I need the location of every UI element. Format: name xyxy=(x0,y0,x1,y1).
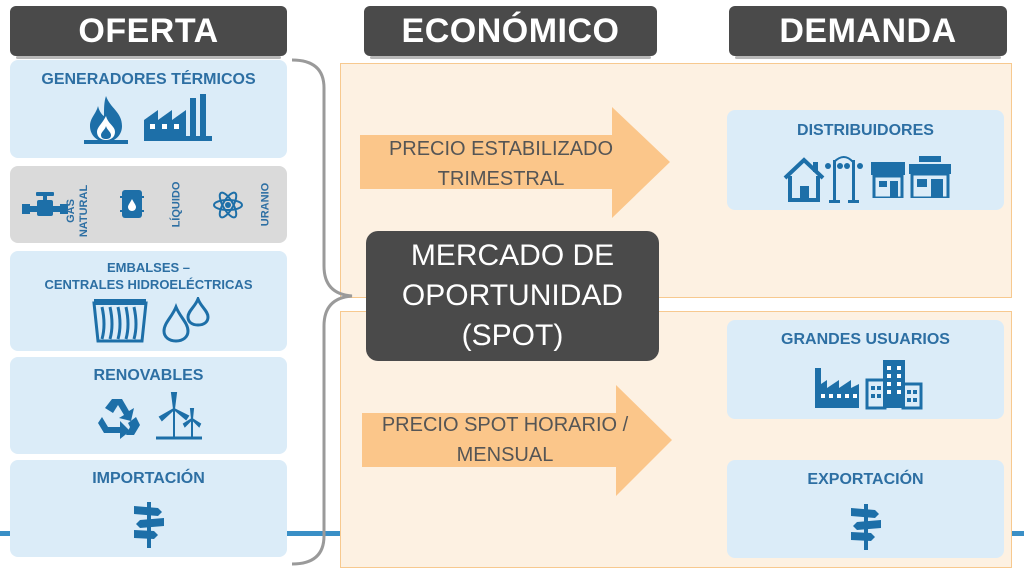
dam-icon xyxy=(92,299,148,343)
exports-title: EXPORTACIÓN xyxy=(807,471,924,488)
shop-icon xyxy=(871,162,905,198)
hydro-title: EMBALSES – CENTRALES HIDROELÉCTRICAS xyxy=(10,259,287,293)
spot-line1: MERCADO DE xyxy=(410,239,615,272)
arrow-quarterly-price-label: PRECIO ESTABILIZADO TRIMESTRAL xyxy=(370,134,632,194)
fuel-gas-line2: NATURAL xyxy=(78,184,90,238)
hydro-title-line2: CENTRALES HIDROELÉCTRICAS xyxy=(44,277,253,292)
fuel-gas-line1: GAS xyxy=(65,199,77,223)
arrow-spot-price xyxy=(362,385,672,496)
wind-turbine-icon xyxy=(156,392,202,440)
oil-barrel-icon xyxy=(120,190,144,218)
spot-market-box: MERCADO DE OPORTUNIDAD (SPOT) xyxy=(366,231,659,361)
spot-line2: OPORTUNIDAD xyxy=(401,279,624,312)
arrow-bottom-line2: MENSUAL xyxy=(456,444,554,466)
street-lamp-icon xyxy=(825,156,863,203)
arrow-bottom-line1: PRECIO SPOT HORARIO / xyxy=(381,414,629,436)
store-icon xyxy=(909,156,951,198)
signpost-icon xyxy=(851,504,881,550)
renewables-panel: RENOVABLES xyxy=(10,357,287,454)
water-drops-icon xyxy=(162,297,210,343)
thermal-generators-panel: GENERADORES TÉRMICOS xyxy=(10,60,287,158)
atom-icon xyxy=(213,191,243,219)
renewables-title: RENOVABLES xyxy=(93,367,204,384)
large-users-title: GRANDES USUARIOS xyxy=(781,331,950,348)
spot-line3: (SPOT) xyxy=(461,319,564,352)
arrow-spot-price-label: PRECIO SPOT HORARIO / MENSUAL xyxy=(364,410,646,470)
arrow-top-line2: TRIMESTRAL xyxy=(437,168,565,190)
signpost-icon xyxy=(134,502,164,548)
recycle-icon xyxy=(98,399,140,439)
fuel-label-liquid: LÍQUIDO xyxy=(170,181,183,228)
arrow-quarterly-price xyxy=(360,107,670,218)
fuel-label-gas: GAS NATURAL xyxy=(65,181,91,241)
flame-icon xyxy=(84,96,128,144)
factory-icon xyxy=(144,94,212,141)
imports-panel: IMPORTACIÓN xyxy=(10,460,287,557)
header-oferta: OFERTA xyxy=(10,6,287,59)
arrow-top-line1: PRECIO ESTABILIZADO xyxy=(388,138,614,160)
fuels-panel: GAS NATURAL LÍQUIDO URANIO xyxy=(10,166,287,243)
exports-panel: EXPORTACIÓN xyxy=(727,460,1004,558)
fuel-label-uranium: URANIO xyxy=(259,182,272,227)
header-economico: ECONÓMICO xyxy=(364,6,657,59)
hydro-panel: EMBALSES – CENTRALES HIDROELÉCTRICAS xyxy=(10,251,287,351)
factory-icon xyxy=(815,368,859,408)
header-demanda: DEMANDA xyxy=(729,6,1007,59)
distributors-panel: DISTRIBUIDORES xyxy=(727,110,1004,210)
bracket xyxy=(292,58,353,566)
gas-valve-icon xyxy=(22,192,68,216)
distributors-title: DISTRIBUIDORES xyxy=(797,122,934,139)
hydro-title-line1: EMBALSES – xyxy=(106,260,191,275)
house-icon xyxy=(783,157,825,202)
office-building-icon xyxy=(865,360,923,410)
large-users-panel: GRANDES USUARIOS xyxy=(727,320,1004,419)
imports-title: IMPORTACIÓN xyxy=(92,470,205,487)
thermal-generators-title: GENERADORES TÉRMICOS xyxy=(41,71,256,88)
